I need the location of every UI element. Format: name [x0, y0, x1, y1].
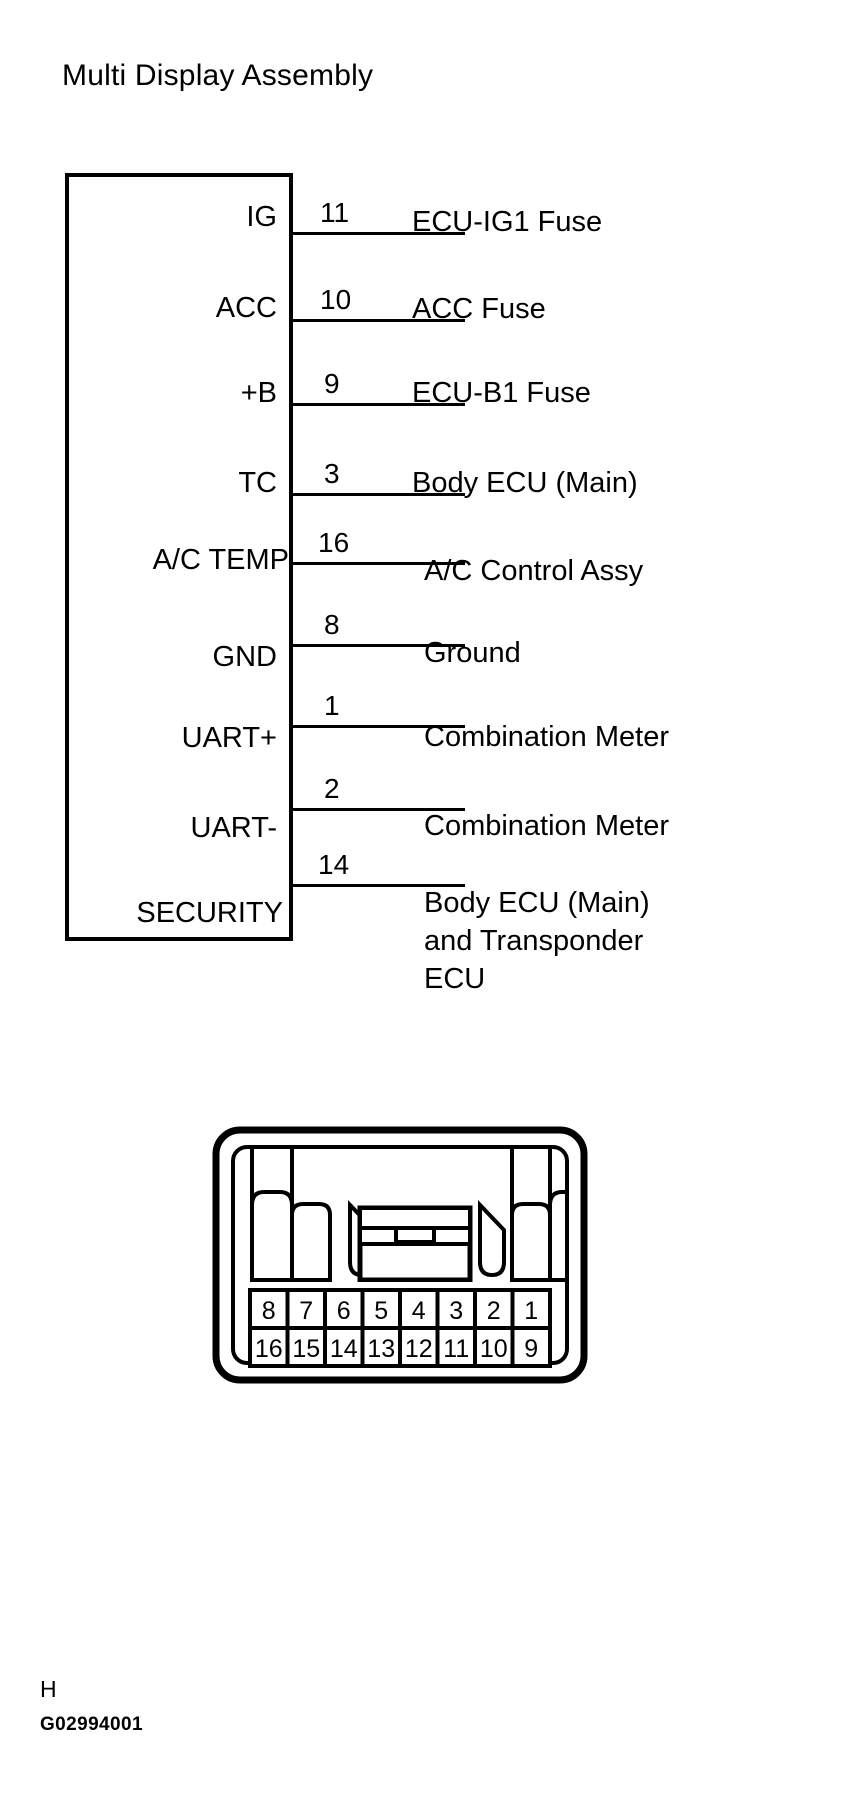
pin-cell-top-1: 7 [299, 1297, 313, 1325]
lead-line-pin-1 [291, 725, 465, 728]
terminal-name-acc: ACC [215, 292, 277, 324]
destination-label-pin-2: Combination Meter [424, 810, 669, 842]
pin-cell-bottom-7: 9 [524, 1335, 538, 1363]
revision-marker: H [40, 1676, 57, 1702]
latch-notch [358, 1226, 472, 1246]
pin-cell-top-6: 2 [487, 1297, 501, 1325]
lead-line-pin-11 [291, 232, 465, 235]
mask-above-grid [236, 1282, 564, 1290]
connector-svg: 8 7 6 5 4 3 2 1 16 15 14 13 12 11 10 9 [212, 1126, 588, 1384]
keyway-left-inner [290, 1147, 332, 1282]
destination-label-pin-16: A/C Control Assy [424, 555, 644, 587]
terminal-name-security: SECURITY [136, 897, 283, 929]
pin-number-3: 3 [324, 458, 340, 489]
pin-cell-bottom-4: 12 [405, 1335, 433, 1363]
terminal-name-tc: TC [238, 467, 277, 499]
pin-number-9: 9 [324, 368, 340, 399]
pin-cell-bottom-6: 10 [480, 1335, 508, 1363]
pin-number-14: 14 [318, 849, 350, 880]
keyway-right-outer [548, 1147, 569, 1282]
pin-number-1: 1 [324, 690, 340, 721]
pin-number-2: 2 [324, 773, 340, 804]
latch-upper-band [358, 1206, 472, 1230]
pin-cell-bottom-5: 11 [443, 1335, 469, 1363]
lead-line-pin-2 [291, 808, 465, 811]
lead-line-pin-8 [291, 644, 465, 647]
pin-cell-top-2: 6 [337, 1297, 351, 1325]
pin-number-11: 11 [320, 197, 350, 228]
pin-cell-bottom-2: 14 [330, 1335, 358, 1363]
figure-code: G02994001 [40, 1714, 143, 1735]
lead-line-pin-10 [291, 319, 465, 322]
terminal-name-plus-b: +B [240, 377, 277, 409]
terminal-name-gnd: GND [212, 641, 277, 673]
pin-number-10: 10 [320, 284, 352, 315]
page-title: Multi Display Assembly [62, 59, 374, 92]
terminal-name-uart-plus: UART+ [181, 722, 277, 754]
pin-cell-top-5: 3 [449, 1297, 463, 1325]
lead-line-pin-3 [291, 493, 465, 496]
pin-cell-top-4: 4 [412, 1297, 426, 1325]
terminal-name-uart-minus: UART- [190, 812, 277, 844]
multi-display-assembly-block: IG ACC +B TC A/C TEMP GND UART+ UART- SE… [65, 173, 293, 941]
destination-label-pin-9: ECU-B1 Fuse [412, 377, 591, 409]
lead-line-pin-16 [291, 562, 465, 565]
lead-line-pin-14 [291, 884, 465, 887]
connector-illustration: 8 7 6 5 4 3 2 1 16 15 14 13 12 11 10 9 [200, 1120, 600, 1390]
pin-number-16: 16 [318, 527, 350, 558]
pin-cell-top-7: 1 [524, 1297, 538, 1325]
pin-cell-bottom-1: 15 [292, 1335, 320, 1363]
terminal-name-ac-temp: A/C TEMP [152, 544, 289, 576]
teardrop-right [478, 1200, 506, 1278]
lead-line-pin-9 [291, 403, 465, 406]
pin-cell-bottom-0: 16 [255, 1335, 283, 1363]
destination-label-pin-14: Body ECU (Main) and Transponder ECU [424, 887, 650, 995]
pin-number-8: 8 [324, 609, 340, 640]
pin-cell-bottom-3: 13 [367, 1335, 395, 1363]
pin-cell-top-3: 5 [374, 1297, 388, 1325]
destination-label-pin-1: Combination Meter [424, 721, 669, 753]
destination-label-pin-8: Ground [424, 637, 521, 669]
destination-label-pin-11: ECU-IG1 Fuse [412, 206, 603, 238]
destination-label-pin-10: ACC Fuse [412, 293, 546, 325]
terminal-name-ig: IG [246, 201, 277, 233]
destination-label-pin-3: Body ECU (Main) [412, 467, 638, 499]
pin-grid: 8 7 6 5 4 3 2 1 16 15 14 13 12 11 10 9 [248, 1288, 552, 1368]
pin-cell-top-0: 8 [262, 1297, 276, 1325]
